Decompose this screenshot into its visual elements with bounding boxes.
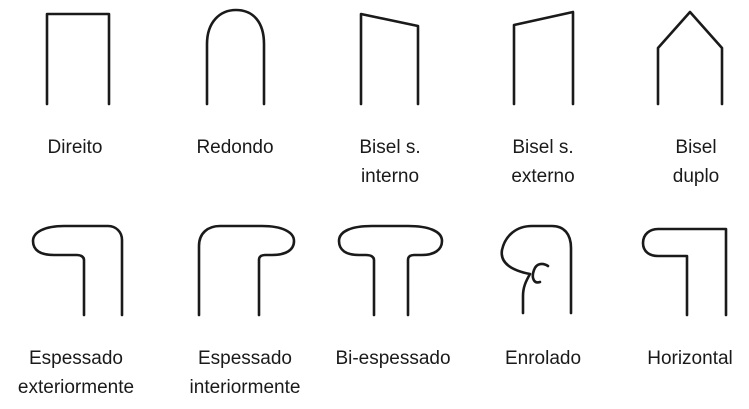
profile-bisel-duplo: [656, 10, 724, 106]
label-enrolado: Enrolado: [505, 348, 581, 369]
profile-bisel-s-interno: [359, 12, 420, 106]
label-bisel-duplo-2: duplo: [673, 166, 720, 187]
profile-espessado-interiormente: [197, 224, 296, 317]
label-direito: Direito: [48, 137, 103, 158]
profile-bisel-s-externo: [512, 10, 575, 106]
profile-direito: [45, 12, 111, 106]
profile-bi-espessado: [337, 224, 444, 317]
label-bisel-s-interno-1: Bisel s.: [359, 137, 420, 158]
label-espessado-interiormente-1: Espessado: [198, 348, 292, 369]
label-espessado-exteriormente-1: Espessado: [29, 348, 123, 369]
label-espessado-exteriormente-2: exteriormente: [18, 377, 134, 398]
label-bisel-s-externo-2: externo: [511, 166, 574, 187]
label-redondo: Redondo: [196, 137, 273, 158]
label-bisel-duplo-1: Bisel: [675, 137, 716, 158]
label-horizontal: Horizontal: [647, 348, 733, 369]
label-bisel-s-interno-2: interno: [361, 166, 419, 187]
label-bisel-s-externo-1: Bisel s.: [512, 137, 573, 158]
profile-enrolado: [500, 224, 573, 315]
profile-horizontal: [641, 227, 728, 317]
label-espessado-interiormente-2: interiormente: [190, 377, 301, 398]
profile-espessado-exteriormente: [31, 224, 124, 317]
label-bi-espessado: Bi-espessado: [335, 348, 450, 369]
profile-redondo: [205, 8, 266, 106]
